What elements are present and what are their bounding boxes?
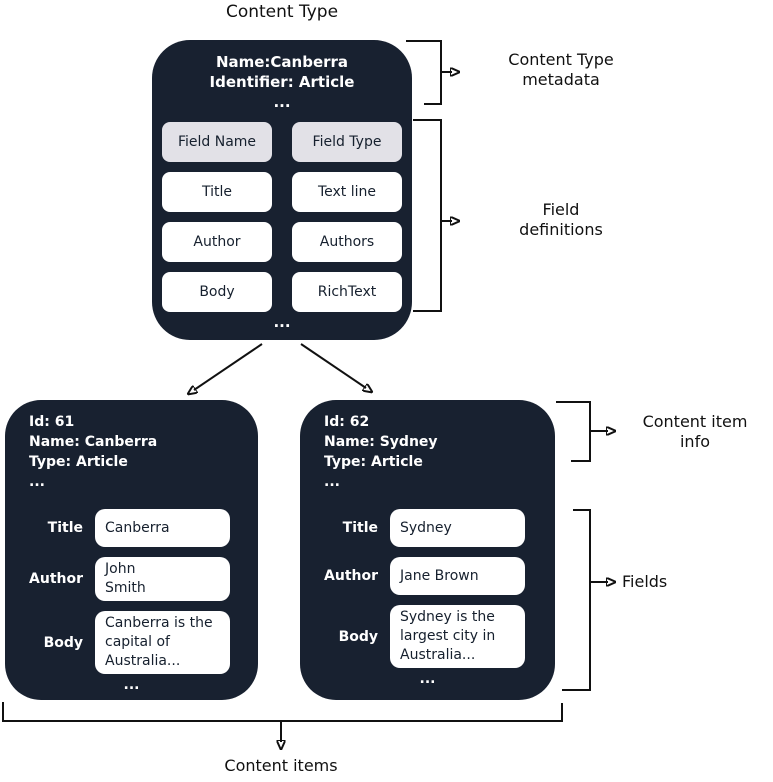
field-value: John Smith [95, 557, 230, 601]
field-type-cell: Authors [292, 222, 402, 262]
content-items-label: Content items [224, 756, 338, 775]
content-item-info: Id: 61 Name: Canberra Type: Article ... [29, 414, 158, 490]
field-label: Title [47, 520, 83, 536]
field-definitions-table: Field Name Field Type Title Text line Au… [152, 122, 412, 312]
field-value: Canberra is the capital of Australia... [95, 611, 230, 674]
field-type-cell: RichText [292, 272, 402, 312]
content-item-ellipsis: ... [123, 677, 140, 693]
field-value: Jane Brown [390, 557, 525, 595]
field-name-cell: Body [162, 272, 272, 312]
field-type-cell: Text line [292, 172, 402, 212]
field-name-header: Field Name [162, 122, 272, 162]
field-row-author: Author John Smith [5, 557, 258, 601]
content-item-fields: Title Sydney Author Jane Brown Body Sydn… [300, 509, 555, 668]
field-row-body: Body Sydney is the largest city in Austr… [300, 605, 555, 668]
field-value: Sydney [390, 509, 525, 547]
content-type-meta-ellipsis: ... [273, 93, 291, 111]
content-type-metadata-label: Content Type metadata [508, 50, 614, 89]
arrow-to-item-canberra-icon [194, 343, 263, 390]
content-item-info-label: Content item info [642, 412, 748, 451]
content-type-bottom-ellipsis: ... [273, 313, 291, 331]
arrow-to-item-sydney-icon [300, 343, 366, 388]
field-row-title: Title Canberra [5, 509, 258, 547]
content-item-box-canberra: Id: 61 Name: Canberra Type: Article ... … [5, 400, 258, 700]
content-item-fields: Title Canberra Author John Smith Body Ca… [5, 509, 258, 674]
content-items-bracket [2, 702, 563, 722]
content-type-box: Name:Canberra Identifier: Article ... Fi… [152, 40, 412, 340]
field-label: Body [43, 634, 83, 651]
field-definitions-label: Field definitions [519, 200, 603, 239]
field-row-title: Title Sydney [300, 509, 555, 547]
content-item-info-bracket [556, 401, 591, 462]
field-type-header: Field Type [292, 122, 402, 162]
field-label: Title [342, 520, 378, 536]
field-value: Sydney is the largest city in Australia.… [390, 605, 525, 668]
field-definitions-bracket [413, 119, 442, 312]
content-item-box-sydney: Id: 62 Name: Sydney Type: Article ... Ti… [300, 400, 555, 700]
field-value: Canberra [95, 509, 230, 547]
field-label: Body [338, 628, 378, 645]
content-item-ellipsis: ... [419, 671, 436, 687]
fields-label: Fields [622, 572, 668, 591]
content-type-identifier: Identifier: Article [209, 73, 355, 91]
diagram-title: Content Type [225, 2, 339, 22]
field-row-author: Author Jane Brown [300, 557, 555, 595]
field-name-cell: Author [162, 222, 272, 262]
field-row-body: Body Canberra is the capital of Australi… [5, 611, 258, 674]
field-label: Author [29, 571, 83, 587]
content-item-info: Id: 62 Name: Sydney Type: Article ... [324, 414, 438, 490]
content-type-metadata: Name:Canberra Identifier: Article ... [152, 40, 412, 112]
fields-bracket [562, 509, 591, 691]
content-type-name: Name:Canberra [215, 53, 349, 71]
field-label: Author [324, 568, 378, 584]
field-name-cell: Title [162, 172, 272, 212]
